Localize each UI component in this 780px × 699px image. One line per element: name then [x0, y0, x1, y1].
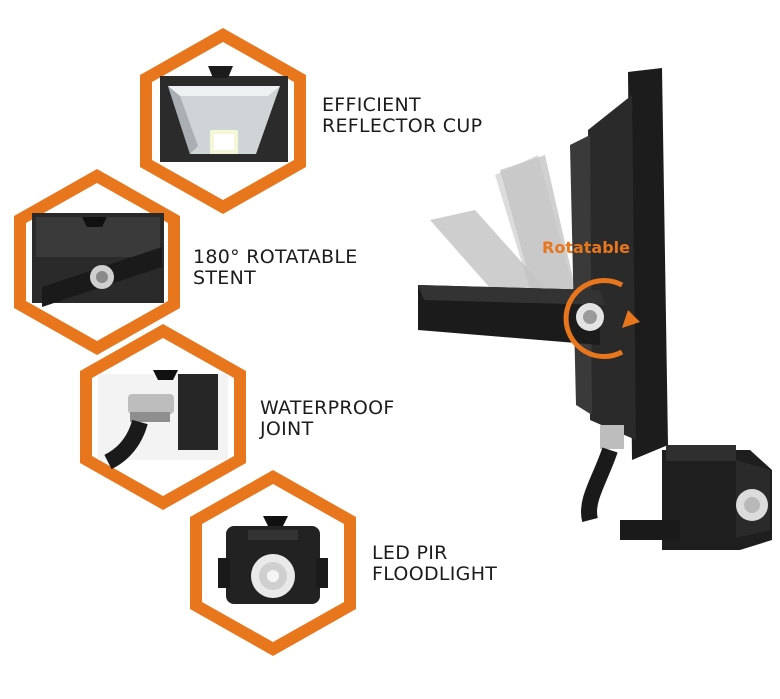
- rotatable-label: Rotatable: [542, 238, 630, 257]
- floodlight-product-image: Rotatable: [418, 68, 772, 550]
- pir-sensor-icon: [218, 516, 328, 604]
- feature-label-pir: LED PIR FLOODLIGHT: [372, 542, 498, 585]
- feature-label-joint: WATERPROOF JOINT: [260, 397, 395, 440]
- reflector-cup-icon: [160, 66, 288, 162]
- feature-hex-pir: [190, 470, 356, 656]
- rotatable-stent-icon: [32, 213, 164, 307]
- waterproof-joint-icon: [98, 370, 228, 470]
- feature-hex-joint: [80, 324, 246, 510]
- feature-hex-stent: [14, 169, 180, 355]
- feature-label-reflector: EFFICIENT REFLECTOR CUP: [322, 94, 483, 137]
- feature-hex-reflector: [140, 28, 306, 214]
- feature-label-stent: 180° ROTATABLE STENT: [193, 246, 358, 289]
